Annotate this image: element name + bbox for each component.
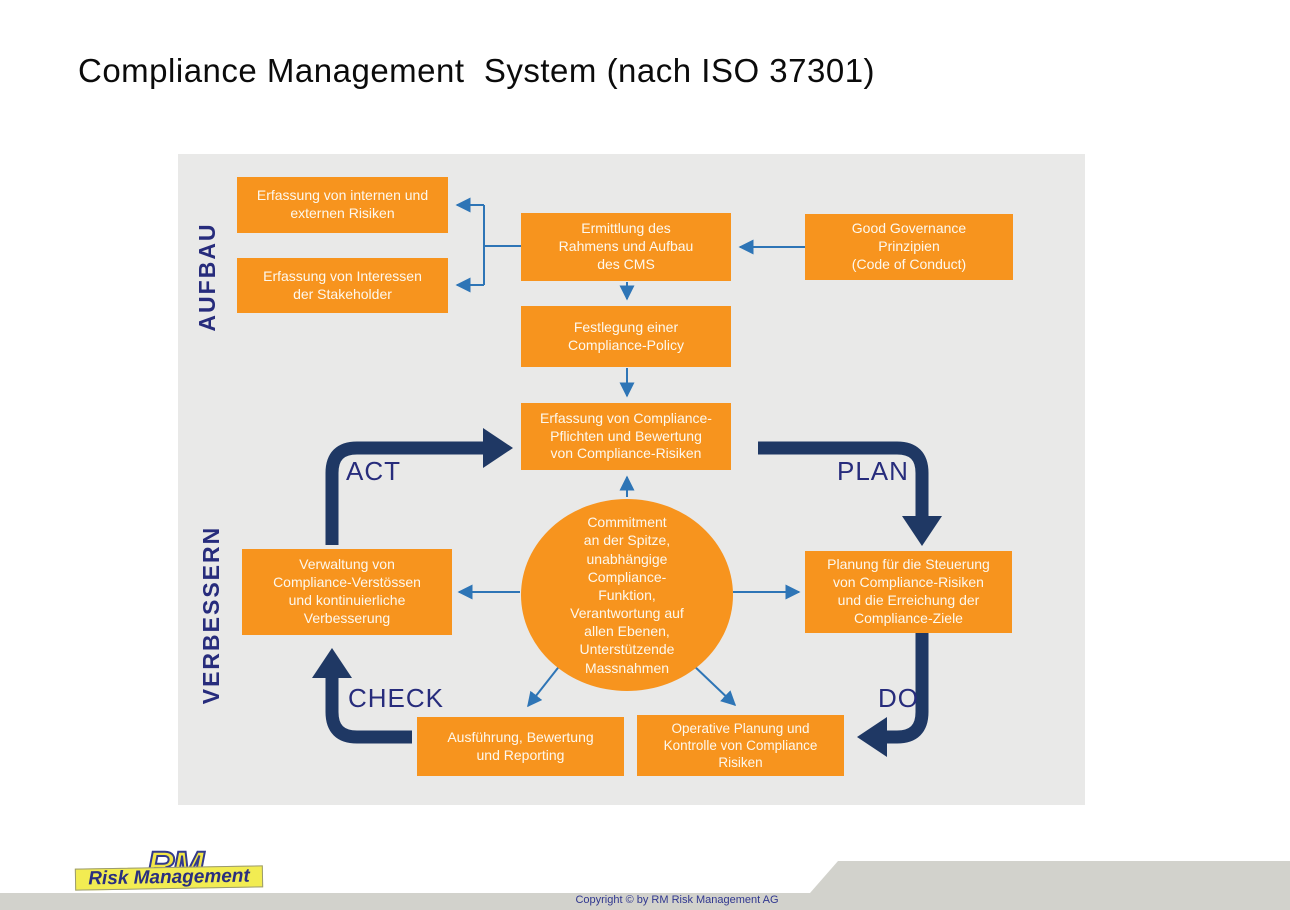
slide-title: Compliance Management System (nach ISO 3… [78, 52, 876, 89]
rm-logo-name: Risk Management [88, 865, 250, 890]
phase-label-do: DO [878, 683, 919, 713]
section-label-verbessern: VERBESSERN [198, 525, 224, 705]
box-good-governance: Good Governance Prinzipien (Code of Cond… [805, 214, 1013, 280]
center-commitment-circle: Commitment an der Spitze, unabhängige Co… [521, 499, 733, 691]
phase-label-plan: PLAN [837, 456, 909, 486]
box-framework-cms: Ermittlung des Rahmens und Aufbau des CM… [521, 213, 731, 281]
box-violations-management: Verwaltung von Compliance-Verstössen und… [242, 549, 452, 635]
phase-label-act: ACT [346, 456, 401, 486]
box-execution-reporting: Ausführung, Bewertung und Reporting [417, 717, 624, 776]
phase-label-check: CHECK [348, 683, 445, 713]
box-compliance-obligations: Erfassung von Compliance- Pflichten und … [521, 403, 731, 470]
rm-logo: RM Risk Management [74, 843, 285, 895]
rm-logo-banner: Risk Management [74, 865, 264, 891]
box-internal-risks: Erfassung von internen und externen Risi… [237, 177, 448, 233]
box-operative-planning: Operative Planung und Kontrolle von Comp… [637, 715, 844, 776]
section-label-aufbau: AUFBAU [194, 222, 220, 332]
copyright-text: Copyright © by RM Risk Management AG [575, 894, 779, 906]
box-risk-planning: Planung für die Steuerung von Compliance… [805, 551, 1012, 633]
box-compliance-policy: Festlegung einer Compliance-Policy [521, 306, 731, 367]
box-stakeholder-interests: Erfassung von Interessen der Stakeholder [237, 258, 448, 313]
